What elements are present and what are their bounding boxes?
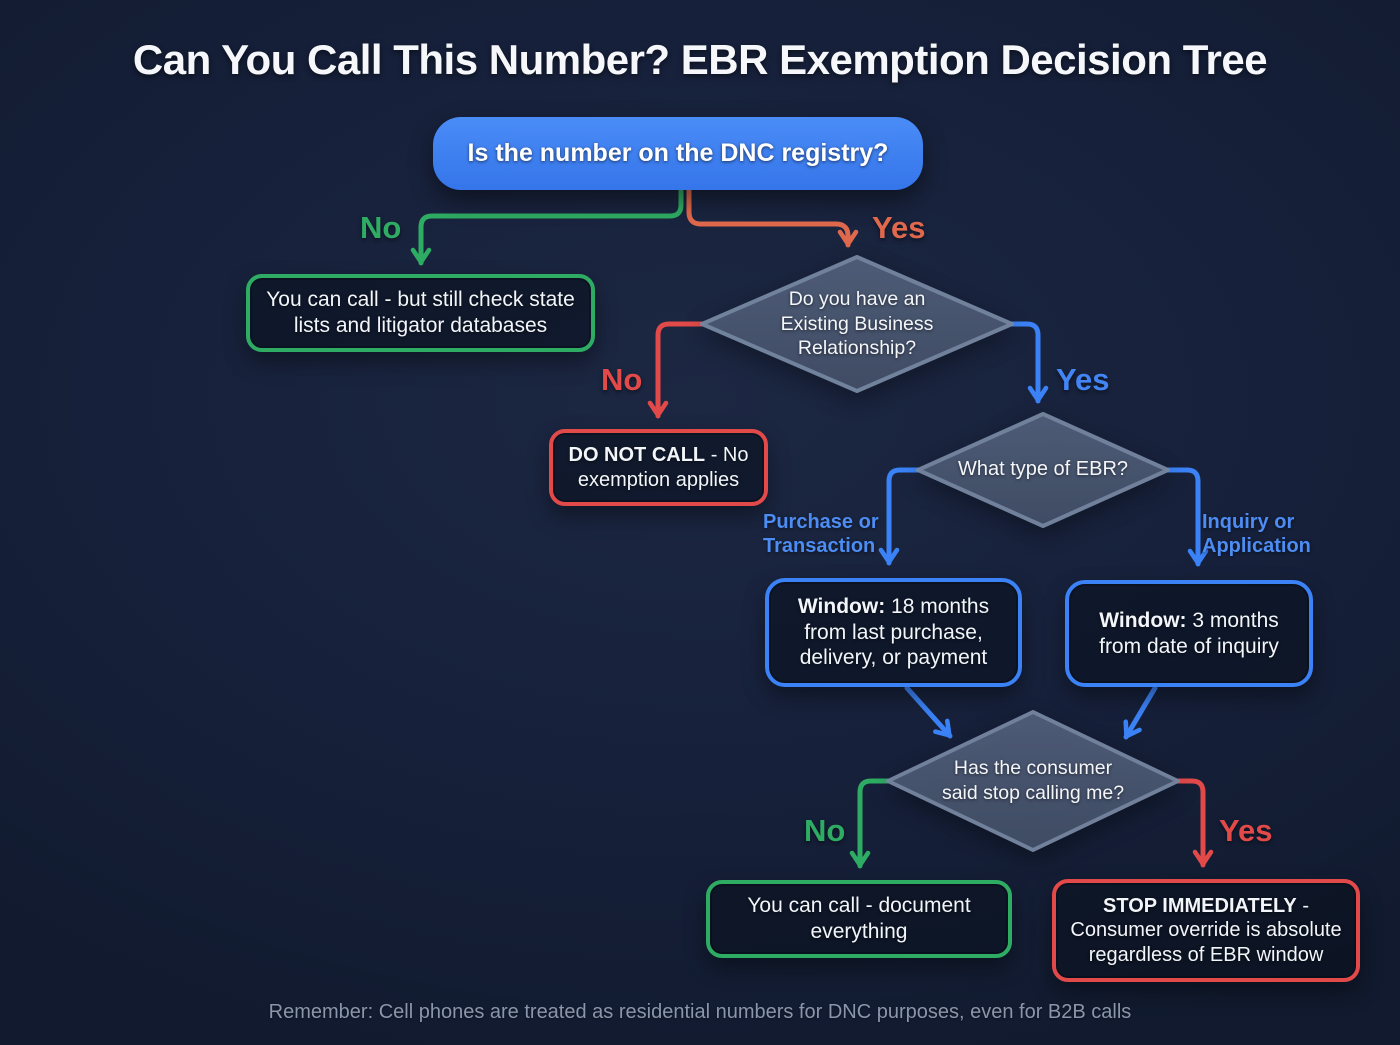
node-window-18-months: Window: 18 months from last purchase, de… [765,578,1022,687]
node-can-call-check-state-label: You can call - but still check state lis… [266,288,575,337]
diamond-stop-question-label: Has the consumer said stop calling me? [941,757,1125,804]
footer-note: Remember: Cell phones are treated as res… [268,1001,1132,1023]
node-window-3-months-label: Window: 3 months from date of inquiry [1099,608,1279,658]
node-can-call-document: You can call - document everything [706,880,1012,958]
diamond-ebr-question-shape [700,255,1014,393]
edge-stop-no-label: No [804,813,846,848]
node-dnc-question-label: Is the number on the DNC registry? [467,139,889,168]
diamond-ebr-type-label: What type of EBR? [957,458,1129,481]
node-window-3-months: Window: 3 months from date of inquiry [1065,580,1313,687]
node-do-not-call-label: DO NOT CALL - No exemption applies [568,444,749,491]
diamond-ebr-question-label: Do you have an Existing Business Relatio… [780,288,934,360]
page-title: Can You Call This Number? EBR Exemption … [132,36,1268,83]
node-do-not-call: DO NOT CALL - No exemption applies [549,429,768,506]
node-stop-immediately-label: STOP IMMEDIATELY - Consumer override is … [1070,894,1342,966]
edge-dnc-yes-line [686,187,859,248]
edge-win18-to-stopq-line [904,685,953,739]
node-dnc-question: Is the number on the DNC registry? [433,117,923,190]
edge-dnc-yes-label: Yes [872,210,926,245]
edge-stop-no-line [849,778,891,869]
node-stop-immediately: STOP IMMEDIATELY - Consumer override is … [1052,879,1360,982]
node-can-call-check-state: You can call - but still check state lis… [246,274,595,352]
edge-ebr-yes-label: Yes [1056,362,1110,397]
edge-type-purchase-label: Purchase or Transaction [763,511,879,557]
edge-type-inquiry-label: Inquiry or Application [1202,511,1311,557]
edge-stop-yes-line [1175,778,1214,868]
edge-ebr-no-label: No [601,362,643,397]
edge-win3-to-stopq-line [1123,685,1158,740]
node-window-18-months-label: Window: 18 months from last purchase, de… [797,595,990,670]
diamond-ebr-type-shape [916,412,1170,528]
edge-type-inquiry-line [1165,467,1209,567]
node-can-call-document-label: You can call - document everything [747,894,971,943]
diamond-stop-question-shape [886,710,1180,852]
edge-dnc-no-line [410,187,684,266]
edge-ebr-no-line [647,321,705,419]
edge-stop-yes-label: Yes [1219,813,1273,848]
edge-ebr-yes-line [1009,321,1049,404]
edge-type-purchase-line [878,467,921,566]
edge-dnc-no-label: No [360,210,402,245]
